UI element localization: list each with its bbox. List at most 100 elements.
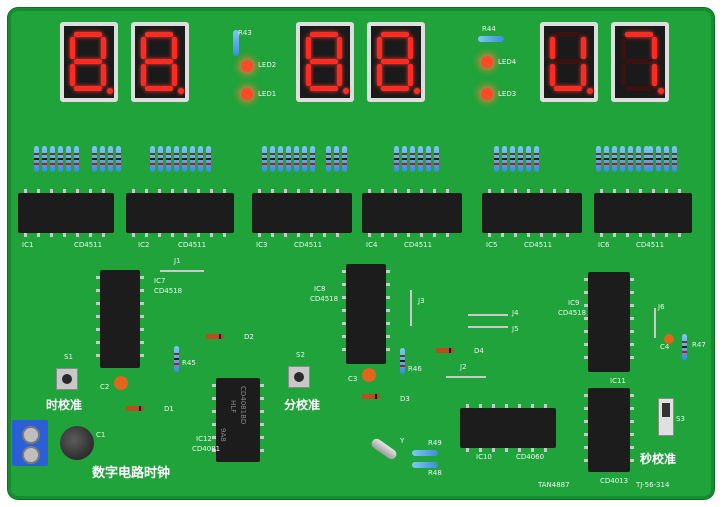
led3-colon-lower [481,88,493,100]
seven-seg-digit-minute-ones [367,22,425,102]
resistor [326,146,331,172]
d4-label: D4 [474,347,484,355]
resistor [158,146,163,172]
led1-colon-lower [241,88,253,100]
hour-set-button[interactable] [56,368,78,390]
resistor [302,146,307,172]
resistor [206,146,211,172]
resistor [656,146,661,172]
c3-label: C3 [348,375,358,383]
board-title: 数字电路时钟 [92,466,171,481]
resistor-r48 [412,462,438,468]
resistor [334,146,339,172]
seven-seg-digit-hour-tens [60,22,118,102]
s1-label: S1 [64,353,73,361]
board-code: TJ-56-314 [636,481,670,489]
jumper-j3 [410,290,412,326]
r48-label: R48 [428,469,442,477]
ic12-mark-mid: HLF [229,400,237,414]
ic7-type: CD4518 [154,287,183,295]
resistor [198,146,203,172]
r44-label: R44 [482,25,496,33]
chip-ic12 [212,378,264,462]
r47-label: R47 [692,341,706,349]
resistor [402,146,407,172]
ic5-label: IC5 [486,241,498,249]
r49-label: R49 [428,439,442,447]
chip-ic11 [584,388,634,472]
resistor [262,146,267,172]
resistor [182,146,187,172]
resistor [190,146,195,172]
resistor [636,146,641,172]
chip-ic9 [584,272,634,372]
resistor [518,146,523,172]
chip-ic3 [252,189,352,237]
resistor [502,146,507,172]
resistor [66,146,71,172]
crystal-y [369,436,399,462]
d3-label: D3 [400,395,410,403]
minute-set-button[interactable] [288,366,310,388]
diode-d2 [206,334,224,339]
c4-label: C4 [660,343,670,351]
j1-label: J1 [174,257,181,265]
ic10-label: IC10 [476,453,492,461]
resistor [426,146,431,172]
jumper-j2 [446,376,486,378]
ic11-label: IC11 [610,377,626,385]
ic4-type: CD4511 [404,241,433,249]
jumper-j4 [468,314,508,316]
resistor [664,146,669,172]
ic11-type: CD4013 [600,477,629,485]
resistor [58,146,63,172]
resistor-r44 [478,36,504,42]
seven-seg-digit-second-tens [540,22,598,102]
diode-d4 [436,348,454,353]
led2-label: LED2 [258,61,277,69]
resistor [108,146,113,172]
s3-label: S3 [676,415,685,423]
resistor [434,146,439,172]
resistor [394,146,399,172]
led4-colon-upper [481,56,493,68]
second-set-switch[interactable] [658,398,674,436]
resistor [534,146,539,172]
led1-label: LED1 [258,90,277,98]
resistor [174,146,179,172]
resistor [100,146,105,172]
resistor-r46 [400,348,405,374]
ic1-label: IC1 [22,241,34,249]
ic12-label: IC12 [196,435,212,443]
resistor-r47 [682,334,687,360]
resistor [526,146,531,172]
chip-ic2 [126,189,234,237]
ic12-type: CD4081 [192,445,221,453]
resistor [294,146,299,172]
ic12-mark-top: CD4081BD [239,386,247,425]
led3-label: LED3 [498,90,517,98]
ic12-mark-bot: 9A8 [219,428,227,442]
resistor [418,146,423,172]
capacitor-c2 [114,376,128,390]
resistor [92,146,97,172]
ic3-label: IC3 [256,241,268,249]
board-model: TAN4887 [538,481,570,489]
ic2-type: CD4511 [178,241,207,249]
ic4-label: IC4 [366,241,378,249]
chip-ic1 [18,189,114,237]
ic9-label: IC9 [568,299,580,307]
led2-colon-upper [241,60,253,72]
capacitor-c3 [362,368,376,382]
seven-seg-digit-minute-tens [296,22,354,102]
led4-label: LED4 [498,58,517,66]
resistor [672,146,677,172]
d1-label: D1 [164,405,174,413]
resistor [150,146,155,172]
pcb-board: LED2 LED1 LED4 LED3 R43 R44 IC1 CD4511 I… [8,8,714,499]
resistor [42,146,47,172]
jumper-j6 [654,308,656,338]
jumper-j1 [160,270,204,272]
r43-label: R43 [238,29,252,37]
r45-label: R45 [182,359,196,367]
